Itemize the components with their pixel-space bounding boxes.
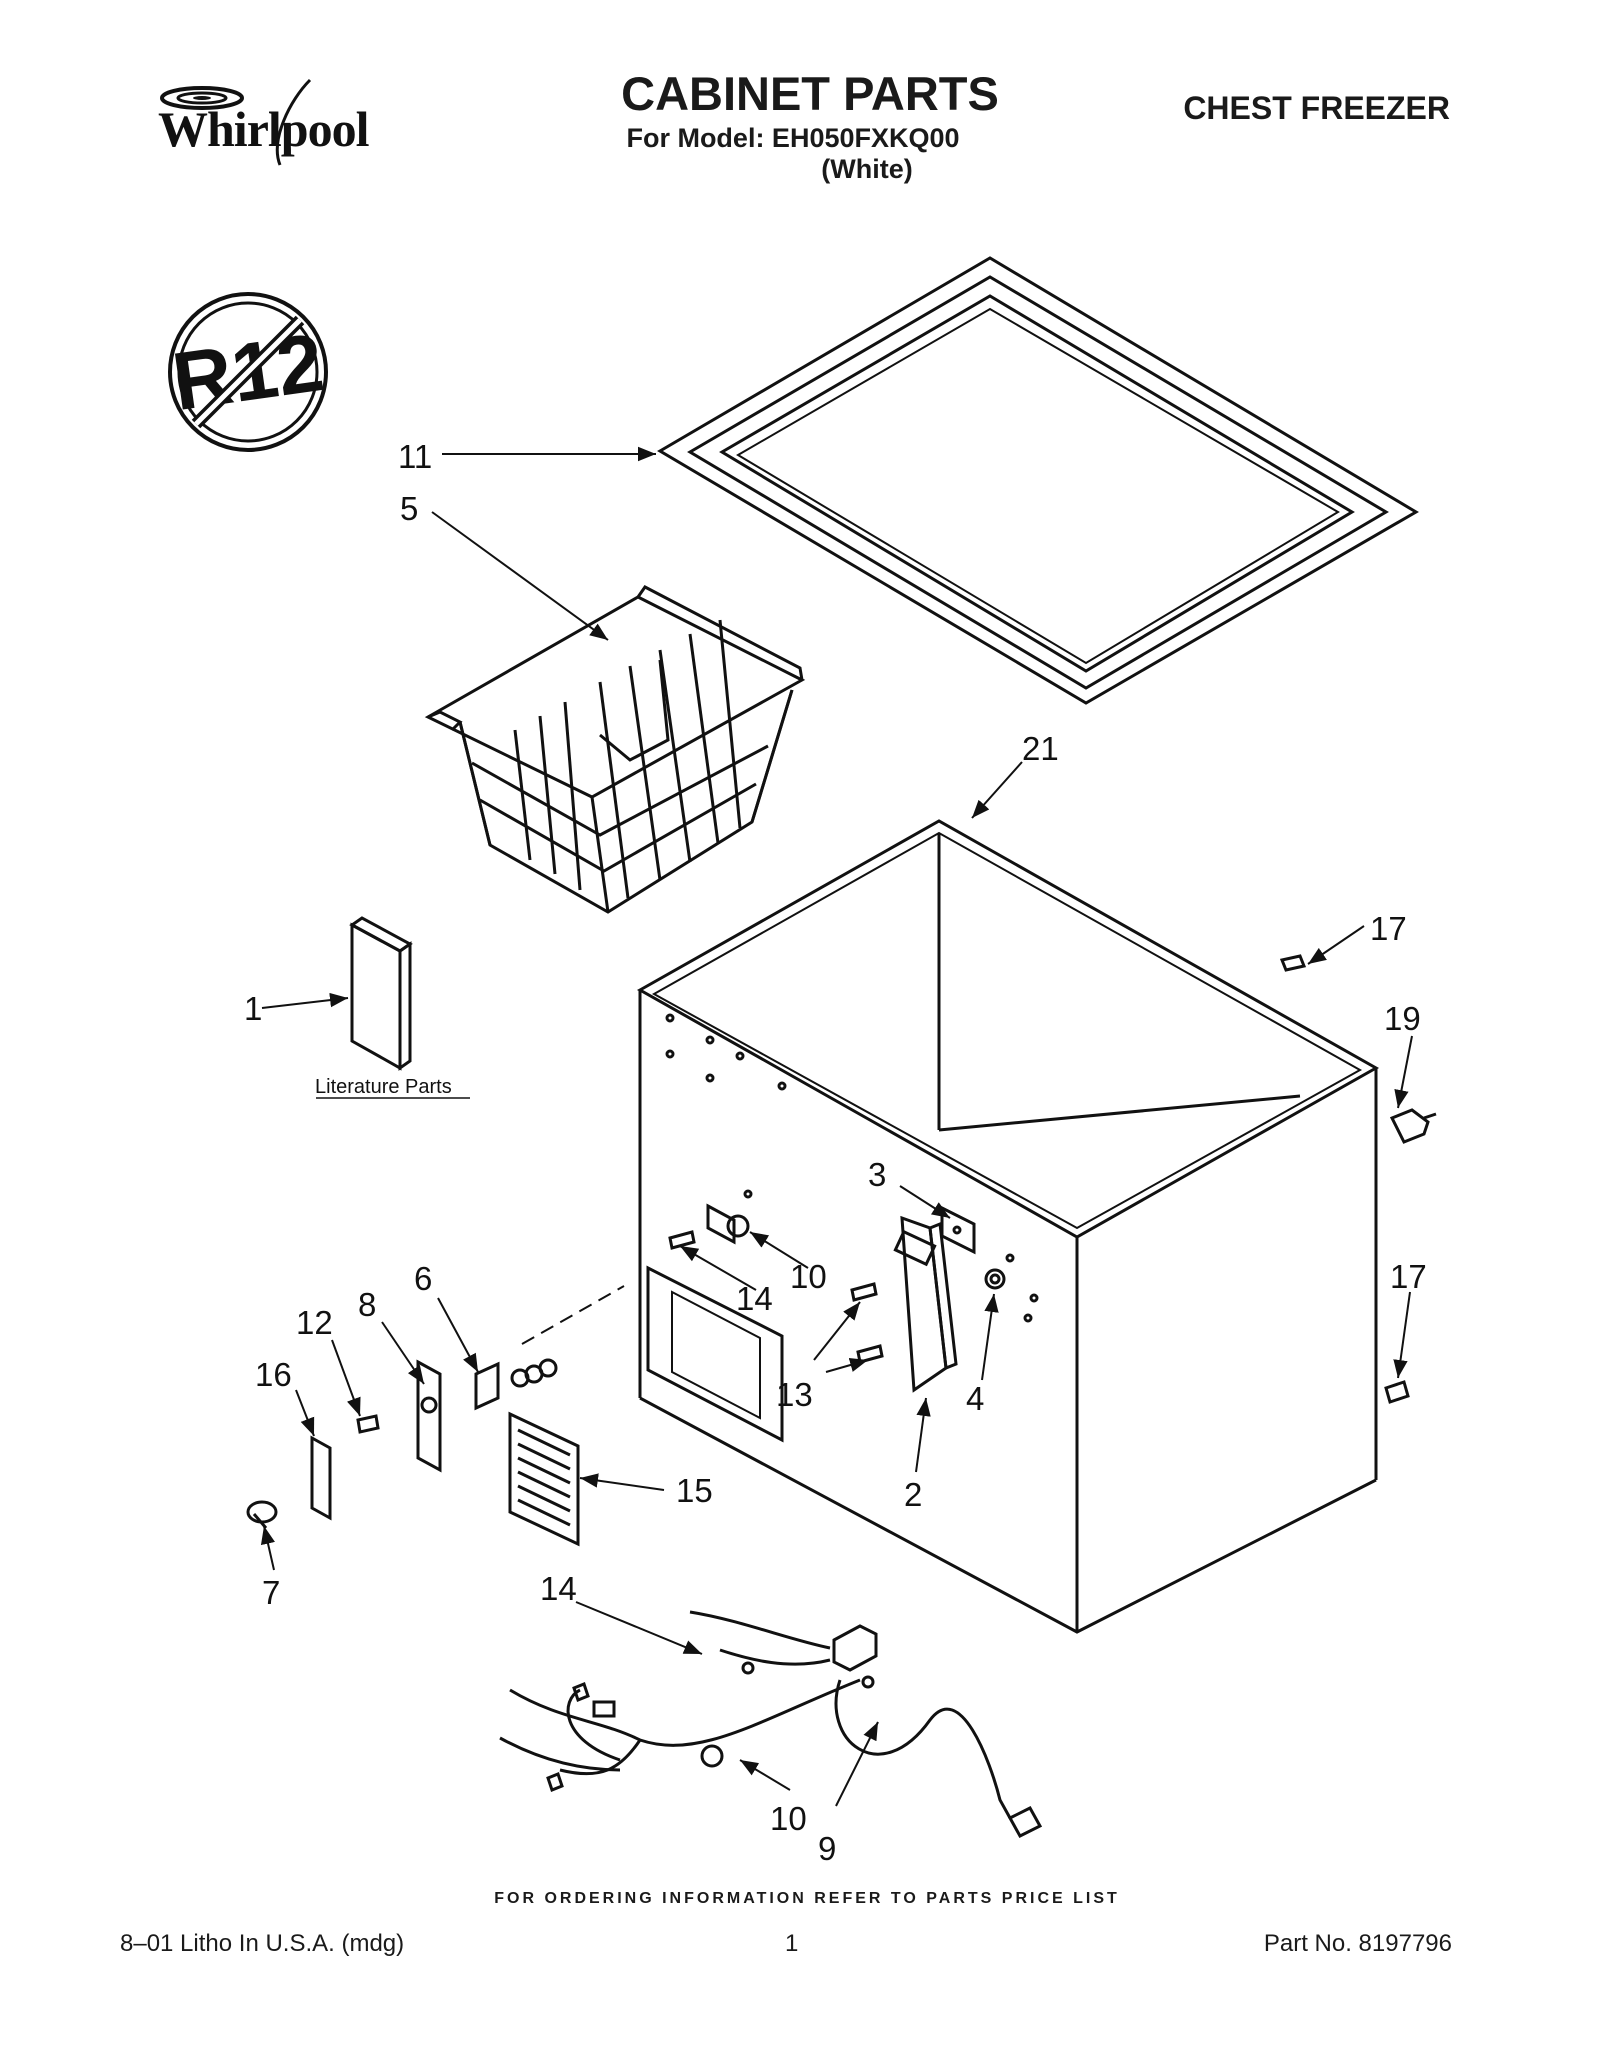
no-r12-badge: R12 bbox=[167, 292, 329, 452]
brand-logo-text: Whirlpool bbox=[158, 101, 369, 157]
callout-11: 11 bbox=[398, 438, 432, 475]
print-info: 8–01 Litho In U.S.A. (mdg) bbox=[120, 1930, 405, 1957]
callout-7: 7 bbox=[262, 1574, 280, 1611]
color-line: (White) bbox=[821, 154, 913, 184]
callout-12: 12 bbox=[296, 1304, 333, 1341]
callout-6: 6 bbox=[414, 1260, 432, 1297]
control-parts-drawing bbox=[246, 1285, 625, 1529]
page-number: 1 bbox=[785, 1930, 799, 1957]
leader-lines bbox=[260, 446, 1413, 1807]
callout-14-bottom: 14 bbox=[540, 1570, 577, 1607]
callout-15: 15 bbox=[676, 1472, 713, 1509]
callout-16: 16 bbox=[255, 1356, 292, 1393]
callout-14-top: 14 bbox=[736, 1280, 773, 1317]
lid-gasket-drawing bbox=[657, 256, 1419, 705]
callout-numbers: 11 5 21 17 19 1 3 10 14 6 8 12 16 13 4 1… bbox=[244, 438, 1427, 1867]
callout-1: 1 bbox=[244, 990, 262, 1027]
callout-13: 13 bbox=[776, 1376, 813, 1413]
cabinet-drawing bbox=[636, 819, 1380, 1634]
callout-19: 19 bbox=[1384, 1000, 1421, 1037]
page-title-block: CABINET PARTS For Model: EH050FXKQ00 (Wh… bbox=[0, 66, 1600, 185]
callout-10-bottom: 10 bbox=[770, 1800, 807, 1837]
part-number: Part No. 8197796 bbox=[1263, 1930, 1452, 1957]
callout-2: 2 bbox=[904, 1476, 922, 1513]
page-title: CABINET PARTS bbox=[621, 67, 999, 120]
grille-drawing bbox=[508, 1411, 580, 1547]
callout-5: 5 bbox=[400, 490, 418, 527]
literature-drawing bbox=[349, 916, 413, 1071]
literature-parts-label: Literature Parts bbox=[315, 1076, 452, 1098]
hinge-assembly-drawing bbox=[668, 1189, 1039, 1393]
wire-harness-drawing bbox=[499, 1610, 1043, 1838]
whirlpool-logo bbox=[140, 70, 380, 180]
model-line: For Model: EH050FXKQ00 bbox=[626, 123, 960, 153]
small-hardware-drawing bbox=[1279, 954, 1437, 1404]
callout-21: 21 bbox=[1022, 730, 1059, 767]
callout-9: 9 bbox=[818, 1830, 836, 1867]
callout-3: 3 bbox=[868, 1156, 886, 1193]
callout-4: 4 bbox=[966, 1380, 984, 1417]
wire-basket-drawing bbox=[424, 585, 806, 914]
callout-17-top: 17 bbox=[1370, 910, 1407, 947]
callout-10-top: 10 bbox=[790, 1258, 827, 1295]
callout-17-side: 17 bbox=[1390, 1258, 1427, 1295]
product-type: CHEST FREEZER bbox=[1183, 90, 1450, 126]
callout-8: 8 bbox=[358, 1286, 376, 1323]
ordering-note: FOR ORDERING INFORMATION REFER TO PARTS … bbox=[494, 1890, 1120, 1907]
